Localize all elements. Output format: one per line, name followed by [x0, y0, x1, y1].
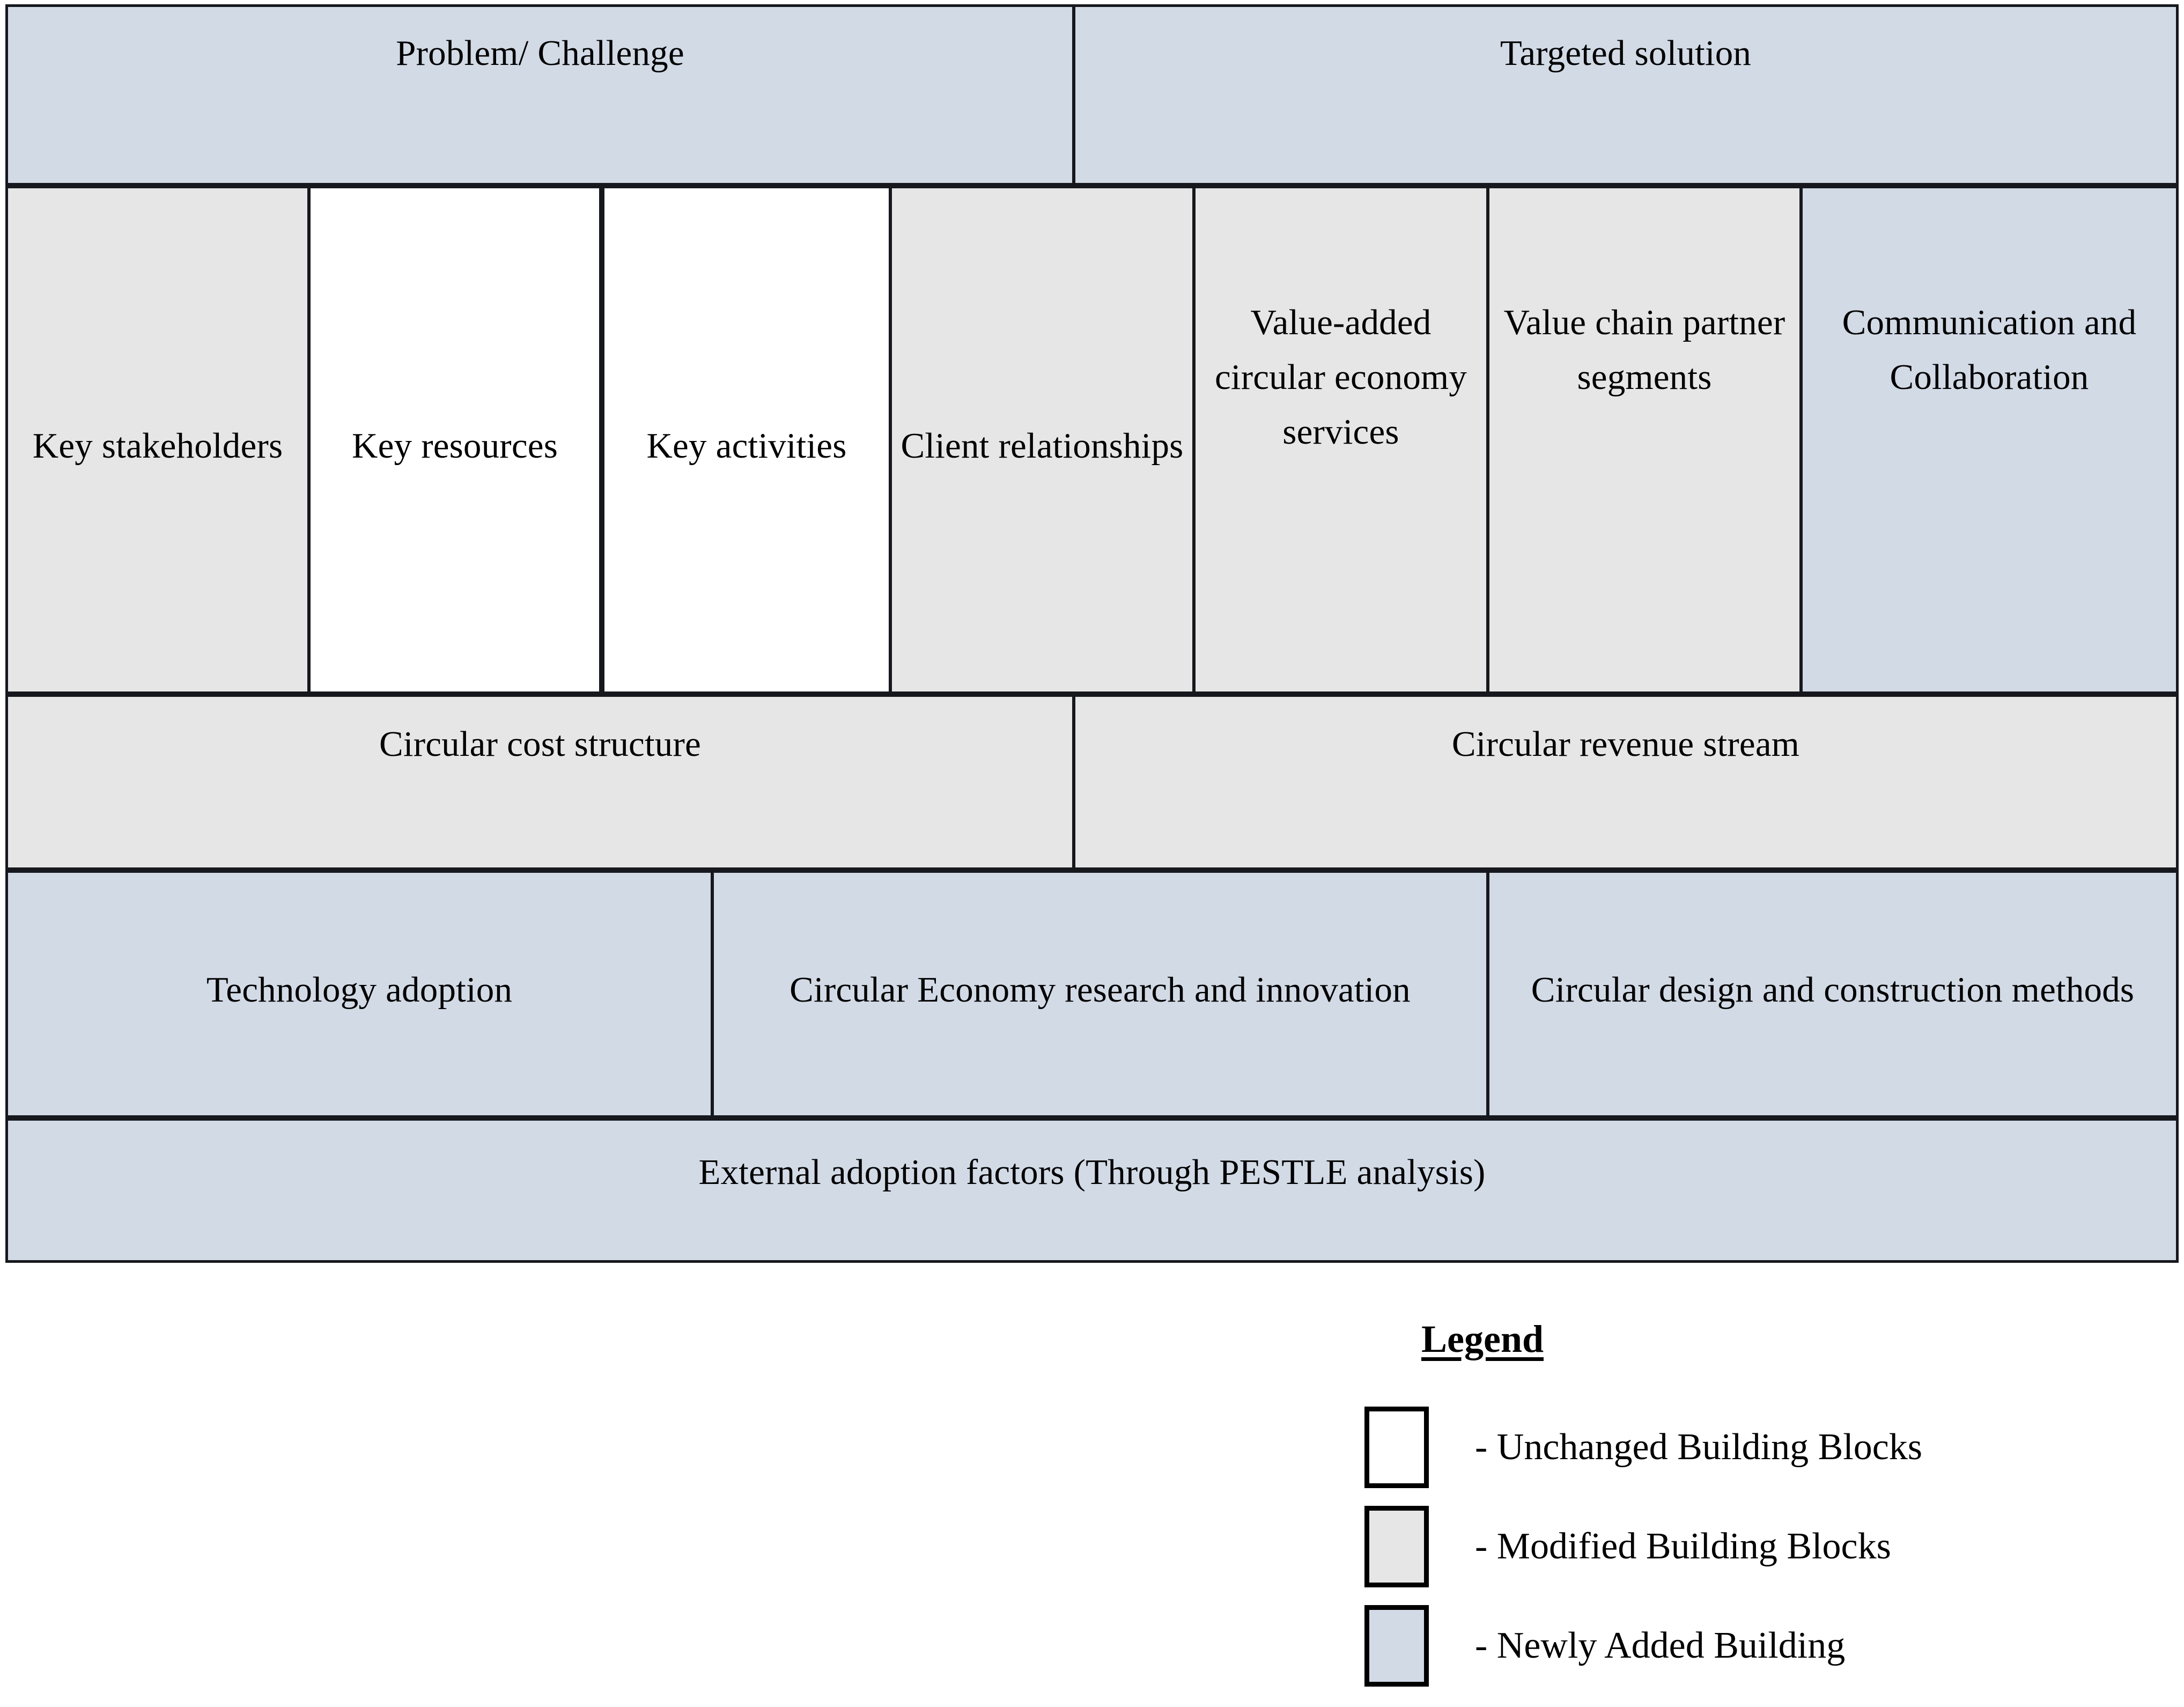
building-block-client-relationships: Client relationships — [889, 186, 1195, 694]
legend-item-new: - Newly Added Building — [1352, 1601, 2102, 1690]
building-block-label-key-stakeholders: Key stakeholders — [32, 426, 283, 466]
building-block-label-key-resources: Key resources — [352, 426, 558, 466]
header-block-targeted-solution: Targeted solution — [1073, 4, 2179, 186]
footer-label-external-adoption-factors: External adoption factors (Through PESTL… — [698, 1152, 1486, 1192]
building-block-label-value-added-circular-economy-services: Value-added circular economy services — [1214, 303, 1467, 452]
enabler-label-circular-design-and-construction-methods: Circular design and construction methods — [1531, 970, 2135, 1010]
building-block-key-resources: Key resources — [308, 186, 602, 694]
enabler-block-ce-research-and-innovation: Circular Economy research and innovation — [711, 870, 1489, 1118]
building-block-label-key-activities: Key activities — [646, 426, 847, 466]
legend-title: Legend — [1421, 1318, 1544, 1360]
finance-block-circular-revenue-stream: Circular revenue stream — [1073, 694, 2179, 870]
building-block-key-activities: Key activities — [602, 186, 891, 694]
building-block-communication-and-collaboration: Communication and Collaboration — [1800, 186, 2179, 694]
legend-swatch-new — [1364, 1605, 1429, 1687]
enabler-block-technology-adoption: Technology adoption — [5, 870, 713, 1118]
header-block-problem-challenge: Problem/ Challenge — [5, 4, 1075, 186]
building-block-label-client-relationships: Client relationships — [901, 426, 1184, 466]
legend: Legend - Unchanged Building Blocks - Mod… — [1352, 1317, 2102, 1703]
enabler-label-technology-adoption: Technology adoption — [206, 970, 513, 1010]
legend-item-modified: - Modified Building Blocks — [1352, 1502, 2102, 1591]
legend-swatch-modified — [1364, 1506, 1429, 1587]
legend-label-modified: - Modified Building Blocks — [1475, 1526, 1891, 1567]
footer-block-external-adoption-factors: External adoption factors (Through PESTL… — [5, 1118, 2179, 1263]
building-block-value-added-circular-economy-services: Value-added circular economy services — [1193, 186, 1489, 694]
legend-label-unchanged: - Unchanged Building Blocks — [1475, 1426, 1923, 1468]
finance-label-circular-cost-structure: Circular cost structure — [379, 724, 701, 764]
legend-swatch-unchanged — [1364, 1407, 1429, 1488]
building-block-label-communication-and-collaboration: Communication and Collaboration — [1842, 303, 2137, 397]
enabler-block-circular-design-and-construction-methods: Circular design and construction methods — [1487, 870, 2179, 1118]
building-block-label-value-chain-partner-segments: Value chain partner segments — [1503, 303, 1785, 397]
header-label-problem-challenge: Problem/ Challenge — [396, 33, 684, 73]
building-block-key-stakeholders: Key stakeholders — [5, 186, 310, 694]
legend-label-new: - Newly Added Building — [1475, 1625, 1846, 1666]
building-block-value-chain-partner-segments: Value chain partner segments — [1487, 186, 1802, 694]
header-label-targeted-solution: Targeted solution — [1500, 33, 1752, 73]
finance-label-circular-revenue-stream: Circular revenue stream — [1451, 724, 1800, 764]
legend-item-unchanged: - Unchanged Building Blocks — [1352, 1403, 2102, 1492]
enabler-label-ce-research-and-innovation: Circular Economy research and innovation — [790, 970, 1411, 1010]
finance-block-circular-cost-structure: Circular cost structure — [5, 694, 1075, 870]
